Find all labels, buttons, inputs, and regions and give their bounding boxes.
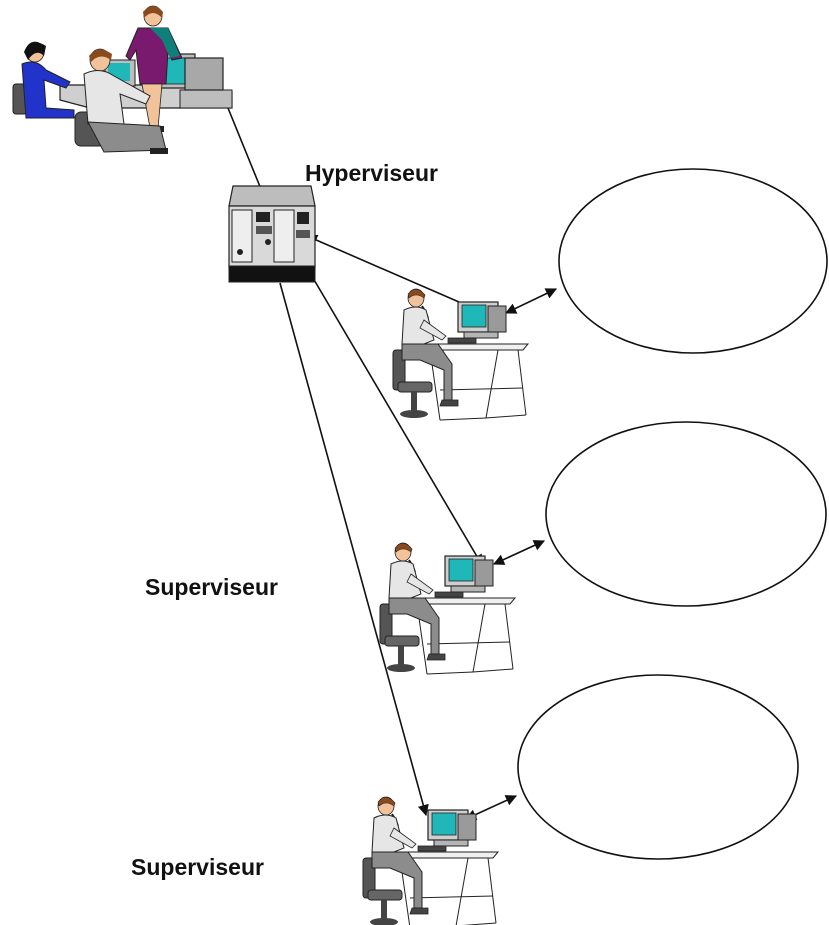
supervisor-workstation-1: [392, 288, 529, 421]
workstation-1-zone-arrow: [504, 288, 558, 314]
server-to-workstation-3-link: [279, 282, 429, 817]
zone-ellipse-3: [517, 674, 799, 860]
supervisor-workstation-3: [362, 796, 499, 925]
hyperviseur-label: Hyperviseur: [305, 160, 438, 186]
server-to-workstation-1-link: [305, 234, 460, 303]
connections: [227, 107, 558, 820]
zone-ellipse-2: [545, 421, 827, 607]
server-to-workstation-2-link: [312, 277, 483, 566]
hypervisor-server-icon: [228, 185, 316, 283]
superviseur-label-1: Superviseur: [145, 574, 278, 600]
control-room-icon: [12, 5, 233, 154]
superviseur-label-2: Superviseur: [131, 854, 264, 880]
supervisor-workstation-2: [379, 542, 516, 675]
zone-ellipse-1: [558, 168, 828, 354]
control-room-to-server-link: [227, 107, 264, 195]
workstation-2-zone-arrow: [492, 540, 546, 565]
